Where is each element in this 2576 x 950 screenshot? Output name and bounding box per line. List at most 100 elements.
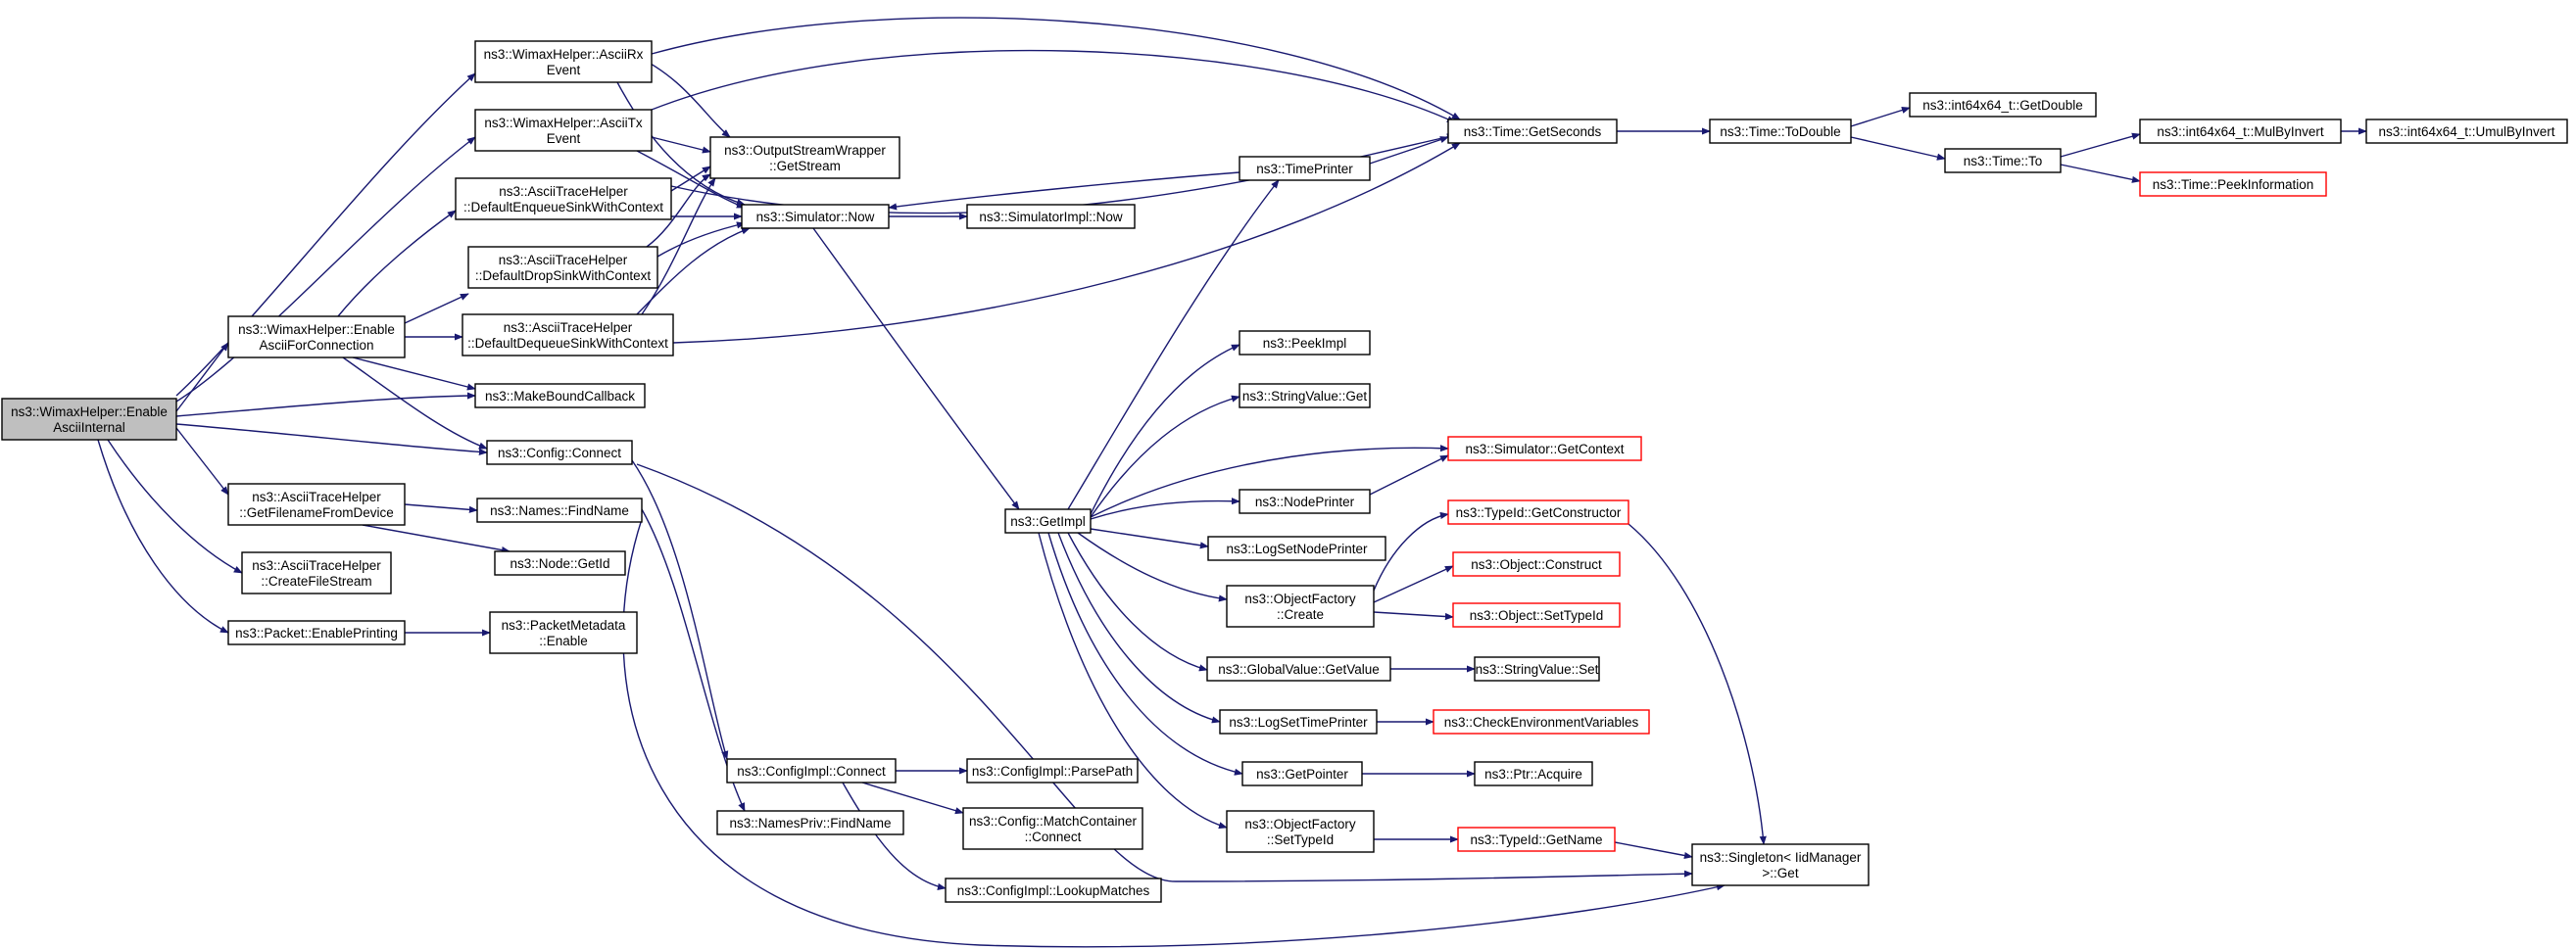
edge-singleton-name — [1614, 841, 1693, 860]
edge-gs-deq — [641, 177, 716, 315]
node-log-set-node-printer[interactable]: ns3::LogSetNodePrinter — [1207, 536, 1386, 561]
edge-nodeprinter — [1090, 498, 1240, 520]
edge-sec-tx — [651, 49, 1456, 123]
node-mul-by-invert[interactable]: ns3::int64x64_t::MulByInvert — [2139, 119, 2342, 144]
node-ptr-acquire[interactable]: ns3::Ptr::Acquire — [1474, 761, 1593, 786]
node-singleton-get[interactable]: ns3::Singleton< IidManager >::Get — [1691, 843, 1870, 886]
node-label: ns3::AsciiTraceHelper — [499, 253, 628, 267]
edge-now-drop — [656, 221, 746, 258]
node-log-set-time-printer[interactable]: ns3::LogSetTimePrinter — [1219, 709, 1378, 735]
node-config-impl-connect[interactable]: ns3::ConfigImpl::Connect — [726, 758, 897, 784]
node-drop-sink[interactable]: ns3::AsciiTraceHelper::DefaultDropSinkWi… — [467, 246, 658, 289]
node-label: ns3::Packet::EnablePrinting — [235, 626, 398, 641]
node-label: ns3::int64x64_t::UmulByInvert — [2378, 124, 2554, 139]
node-int64-get-double[interactable]: ns3::int64x64_t::GetDouble — [1909, 92, 2097, 118]
edge-sec-tp — [1369, 136, 1449, 165]
node-box — [1447, 119, 1618, 144]
edge-ofcreate — [1077, 532, 1228, 602]
node-packet-metadata-enable[interactable]: ns3::PacketMetadata::Enable — [489, 611, 638, 654]
node-create-file-stream[interactable]: ns3::AsciiTraceHelper::CreateFileStream — [241, 551, 392, 594]
call-nodes: ns3::WimaxHelper::EnableAsciiInternalns3… — [1, 40, 2568, 903]
node-names-priv-find-name[interactable]: ns3::NamesPriv::FindName — [716, 810, 904, 835]
node-label: ::Create — [1277, 607, 1324, 622]
node-string-value-get[interactable]: ns3::StringValue::Get — [1239, 383, 1371, 408]
node-peek-impl[interactable]: ns3::PeekImpl — [1239, 330, 1371, 356]
node-label: ns3::StringValue::Get — [1242, 389, 1368, 404]
node-label: ::DefaultDequeueSinkWithContext — [467, 336, 668, 351]
node-box — [962, 807, 1143, 850]
node-box — [1447, 499, 1629, 525]
node-string-value-set[interactable]: ns3::StringValue::Set — [1474, 656, 1600, 682]
node-lookup-matches[interactable]: ns3::ConfigImpl::LookupMatches — [945, 878, 1162, 903]
edge-gvget — [1067, 532, 1208, 672]
edge-asciiRx-in — [175, 72, 476, 397]
node-label: ns3::Time::PeekInformation — [2153, 177, 2314, 192]
node-to-double[interactable]: ns3::Time::ToDouble — [1709, 119, 1852, 144]
node-get-stream[interactable]: ns3::OutputStreamWrapper::GetStream — [709, 136, 900, 179]
node-box — [1909, 92, 2097, 118]
node-object-set-type-id[interactable]: ns3::Object::SetTypeId — [1452, 602, 1621, 628]
node-node-get-id[interactable]: ns3::Node::GetId — [494, 550, 626, 576]
node-box — [966, 204, 1136, 229]
edge-enqueue-in — [337, 210, 457, 317]
node-simulator-impl-now[interactable]: ns3::SimulatorImpl::Now — [966, 204, 1136, 229]
node-object-factory-set-type-id[interactable]: ns3::ObjectFactory::SetTypeId — [1226, 810, 1375, 853]
node-box — [474, 109, 653, 152]
node-label: ns3::Object::SetTypeId — [1470, 608, 1604, 623]
node-label: ::GetFilenameFromDevice — [239, 505, 394, 520]
node-names-find-name[interactable]: ns3::Names::FindName — [476, 498, 643, 523]
node-box — [726, 758, 897, 784]
edge-settypeid — [1373, 611, 1454, 621]
node-enqueue-sink[interactable]: ns3::AsciiTraceHelper::DefaultEnqueueSin… — [455, 177, 672, 220]
node-label: ns3::int64x64_t::MulByInvert — [2157, 124, 2324, 139]
node-box — [227, 315, 406, 358]
node-label: ns3::PeekImpl — [1263, 336, 1347, 351]
node-enable-printing[interactable]: ns3::Packet::EnablePrinting — [227, 620, 406, 645]
node-object-construct[interactable]: ns3::Object::Construct — [1452, 551, 1621, 577]
edge-getimpl — [812, 227, 1020, 510]
node-simulator-now[interactable]: ns3::Simulator::Now — [741, 204, 890, 229]
edge-now-tp — [888, 171, 1240, 211]
node-match-container-connect[interactable]: ns3::Config::MatchContainer::Connect — [962, 807, 1143, 850]
node-label: ns3::ObjectFactory — [1244, 592, 1356, 606]
node-label: Event — [547, 63, 581, 77]
node-box — [1433, 709, 1650, 735]
edge-singleton-cfg — [636, 463, 1693, 882]
node-label: ns3::SimulatorImpl::Now — [979, 210, 1123, 224]
node-time-printer[interactable]: ns3::TimePrinter — [1239, 156, 1371, 181]
node-object-factory-create[interactable]: ns3::ObjectFactory::Create — [1226, 585, 1375, 628]
node-type-id-get-name[interactable]: ns3::TypeId::GetName — [1457, 827, 1616, 852]
edge-nodeprinter-ctx — [1369, 454, 1449, 496]
node-get-pointer[interactable]: ns3::GetPointer — [1241, 761, 1363, 786]
node-box — [1004, 508, 1092, 534]
node-umul-by-invert[interactable]: ns3::int64x64_t::UmulByInvert — [2365, 119, 2568, 144]
node-label: AsciiInternal — [53, 420, 125, 435]
node-label: ns3::OutputStreamWrapper — [724, 143, 886, 158]
node-config-connect[interactable]: ns3::Config::Connect — [486, 440, 633, 465]
node-parse-path[interactable]: ns3::ConfigImpl::ParsePath — [966, 758, 1139, 784]
node-label: ns3::GlobalValue::GetValue — [1218, 662, 1380, 677]
edge-cfgimpl — [631, 459, 729, 760]
node-check-env-vars[interactable]: ns3::CheckEnvironmentVariables — [1433, 709, 1650, 735]
edge-logsettime — [1057, 532, 1221, 724]
node-type-id-get-constructor[interactable]: ns3::TypeId::GetConstructor — [1447, 499, 1629, 525]
call-edges — [97, 17, 2367, 948]
node-simulator-get-context[interactable]: ns3::Simulator::GetContext — [1447, 436, 1642, 461]
node-get-impl[interactable]: ns3::GetImpl — [1004, 508, 1092, 534]
node-get-seconds[interactable]: ns3::Time::GetSeconds — [1447, 119, 1618, 144]
node-get-filename[interactable]: ns3::AsciiTraceHelper::GetFilenameFromDe… — [227, 483, 406, 526]
edge-enprint-in — [97, 439, 229, 634]
node-label: ns3::TypeId::GetConstructor — [1456, 505, 1622, 520]
node-enable-ascii-for-connection[interactable]: ns3::WimaxHelper::EnableAsciiForConnecti… — [227, 315, 406, 358]
node-make-bound-callback[interactable]: ns3::MakeBoundCallback — [474, 383, 646, 408]
node-peek-information[interactable]: ns3::Time::PeekInformation — [2139, 171, 2327, 197]
node-global-value-get-value[interactable]: ns3::GlobalValue::GetValue — [1206, 656, 1391, 682]
node-node-printer[interactable]: ns3::NodePrinter — [1239, 489, 1371, 514]
node-box — [489, 611, 638, 654]
node-dequeue-sink[interactable]: ns3::AsciiTraceHelper::DefaultDequeueSin… — [462, 313, 674, 356]
edge-sec-deq — [672, 142, 1461, 344]
node-time-to[interactable]: ns3::Time::To — [1944, 148, 2062, 173]
